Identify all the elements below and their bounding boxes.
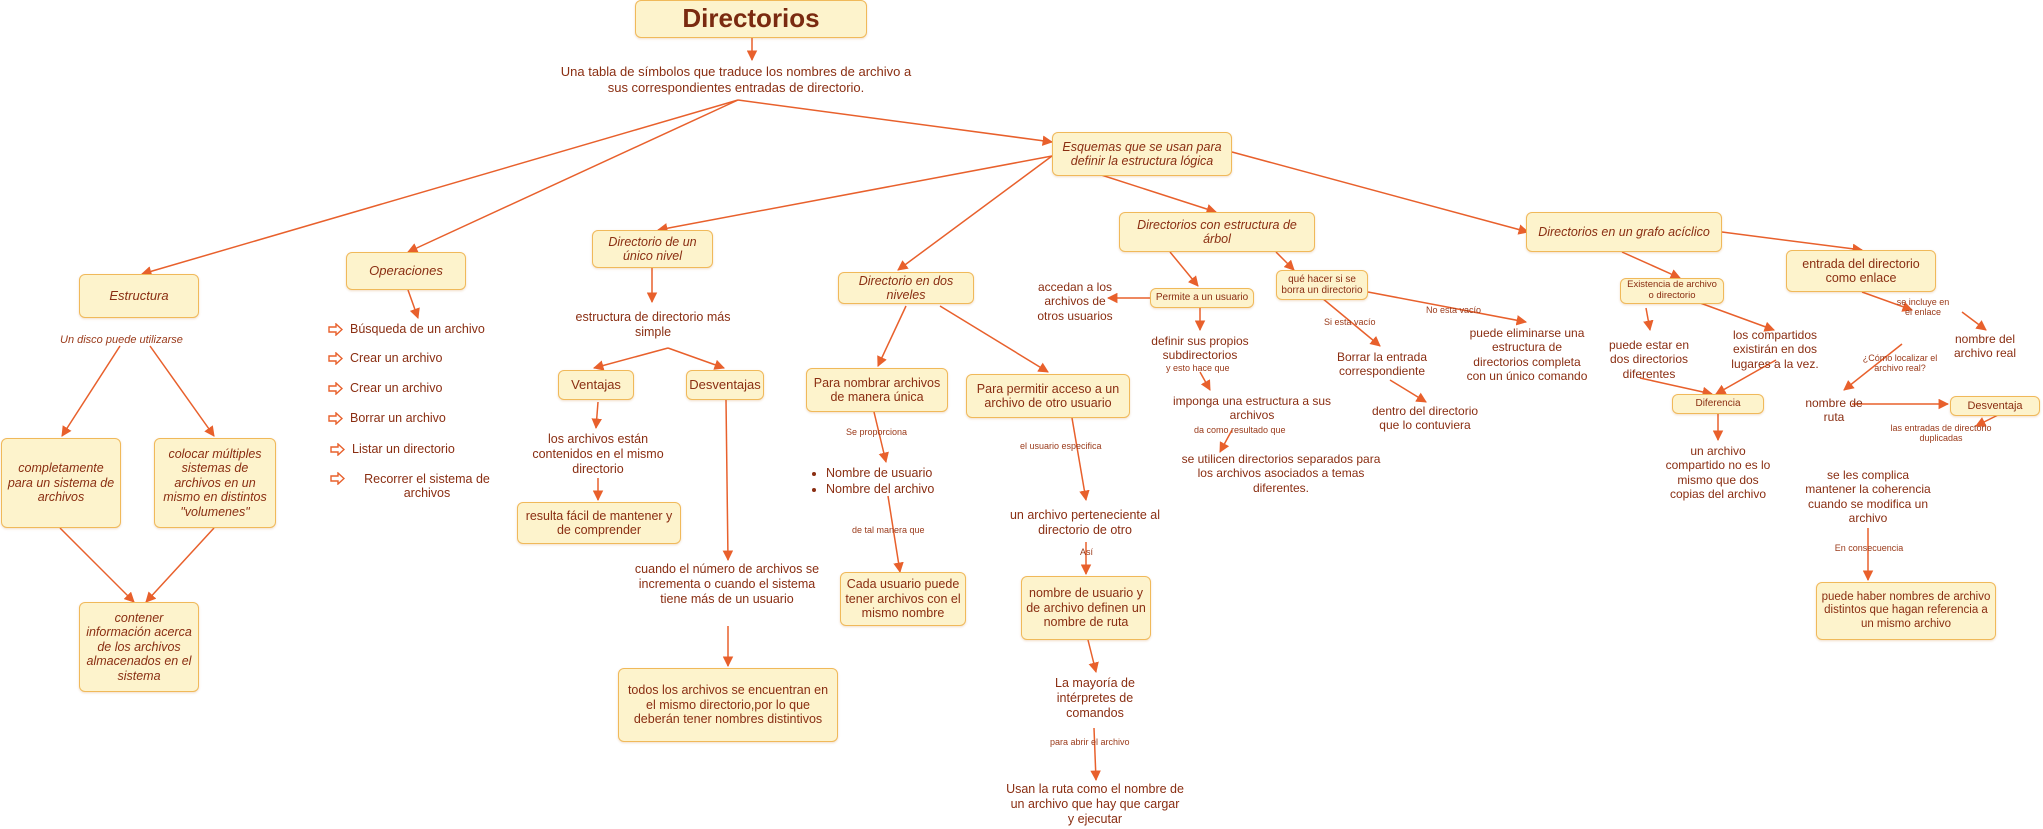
operacion-item: Listar un directorio [330, 442, 455, 456]
existencia-node: Existencia de archivo o directorio [1620, 278, 1724, 304]
arrow-right-icon [328, 381, 343, 395]
operacion-item: Búsqueda de un archivo [328, 322, 485, 336]
bullet-item: Nombre del archivo [826, 482, 934, 498]
de-tal-manera-label: de tal manera que [852, 525, 925, 535]
estructura-link-label: Un disco puede utilizarse [60, 334, 183, 346]
duplicadas-label: las entradas de directorio duplicadas [1890, 423, 1992, 443]
definition-text: Una tabla de símbolos que traduce los no… [560, 64, 912, 95]
dos-right-node: Para permitir acceso a un archivo de otr… [966, 374, 1130, 418]
bullet-item: Nombre de usuario [826, 466, 934, 482]
operacion-item: Recorrer el sistema de archivos [330, 472, 502, 500]
borrar-entrada-text: Borrar la entrada correspondiente [1336, 350, 1428, 379]
arrow-right-icon [330, 442, 345, 456]
incluye-label: se incluye en el enlace [1896, 297, 1950, 317]
desventajas-text: cuando el número de archivos se incremen… [634, 562, 820, 606]
estructura-right-node: colocar múltiples sistemas de archivos e… [154, 438, 276, 528]
operacion-item: Borrar un archivo [328, 411, 446, 425]
ventajas-node: Ventajas [558, 370, 634, 400]
arrow-right-icon [328, 322, 343, 336]
dos-left-node: Para nombrar archivos de manera única [806, 368, 948, 412]
operacion-item: Crear un archivo [328, 381, 442, 395]
accedan-text: accedan a los archivos de otros usuarios [1037, 280, 1113, 323]
definir-text: definir sus propios subdirectorios [1151, 334, 1249, 363]
estructura-left-node: completamente para un sistema de archivo… [1, 438, 121, 528]
operaciones-node: Operaciones [346, 252, 466, 290]
ventajas-result-node: resulta fácil de mantener y de comprende… [517, 502, 681, 544]
puede-haber-node: puede haber nombres de archivo distintos… [1816, 582, 1996, 640]
nombre-ruta-text: nombre de ruta [1805, 396, 1863, 425]
se-proporciona-label: Se proporciona [846, 427, 908, 437]
estructura-bottom-node: contener información acerca de los archi… [79, 602, 199, 692]
root-title-node: Directorios [635, 0, 867, 38]
imponga-text: imponga una estructura a sus archivos [1172, 394, 1332, 423]
no-vacio-label: No esta vacío [1426, 305, 1482, 315]
arrow-right-icon [328, 411, 343, 425]
complica-text: se les complica mantener la coherencia c… [1805, 468, 1931, 526]
arrow-right-icon [330, 472, 345, 485]
dos-bullets: Nombre de usuario Nombre del archivo [808, 466, 934, 497]
para-abrir-label: para abrir el archivo [1050, 737, 1130, 747]
cada-usuario-node: Cada usuario puede tener archivos con el… [840, 572, 966, 626]
compartidos-text: los compartidos existirán en dos lugares… [1731, 328, 1819, 371]
esquemas-node: Esquemas que se usan para definir la est… [1052, 132, 1232, 176]
nombre-real-text: nombre del archivo real [1953, 332, 2017, 361]
nombre-ruta-node: nombre de usuario y de archivo definen u… [1021, 576, 1151, 640]
como-localizar-label: ¿Cómo localizar el archivo real? [1862, 353, 1938, 373]
grafo-node: Directorios en un grafo acíclico [1526, 212, 1722, 252]
desventaja-node: Desventaja [1950, 396, 2040, 416]
permite-node: Permite a un usuario [1150, 288, 1254, 308]
da-como-label: da como resultado que [1194, 425, 1286, 435]
asi-label: Así [1080, 547, 1094, 557]
enlace-node: entrada del directorio como enlace [1786, 250, 1936, 292]
root-title: Directorios [682, 3, 820, 34]
diferencia-node: Diferencia [1672, 394, 1764, 414]
esto-hace-label: y esto hace que [1166, 363, 1230, 373]
perteneciente-text: un archivo perteneciente al directorio d… [1009, 508, 1161, 537]
que-hacer-node: qué hacer si se borra un directorio [1276, 270, 1368, 300]
estructura-node: Estructura [79, 274, 199, 318]
dos-niveles-node: Directorio en dos niveles [838, 272, 974, 304]
consecuencia-label: En consecuencia [1834, 543, 1904, 553]
desventajas-node: Desventajas [686, 370, 764, 400]
si-vacio-label: Si esta vacío [1324, 317, 1376, 327]
unico-nivel-node: Directorio de un único nivel [592, 230, 713, 268]
eliminarse-text: puede eliminarse una estructura de direc… [1466, 326, 1588, 384]
separados-text: se utilicen directorios separados para l… [1181, 452, 1381, 495]
desventajas-result-node: todos los archivos se encuentran en el m… [618, 668, 838, 742]
operacion-item: Crear un archivo [328, 351, 442, 365]
compartido-text: un archivo compartido no es lo mismo que… [1665, 444, 1771, 502]
usan-ruta-text: Usan la ruta como el nombre de un archiv… [1006, 782, 1184, 826]
unico-desc: estructura de directorio más simple [575, 310, 731, 339]
ventajas-text: los archivos están contenidos en el mism… [532, 432, 664, 476]
dos-directorios-text: puede estar en dos directorios diferente… [1608, 338, 1690, 381]
usuario-especifica-label: el usuario especifica [1020, 441, 1102, 451]
mayoria-text: La mayoría de intérpretes de comandos [1055, 676, 1135, 720]
arbol-node: Directorios con estructura de árbol [1119, 212, 1315, 252]
dentro-text: dentro del directorio que lo contuviera [1371, 404, 1479, 433]
arrow-right-icon [328, 351, 343, 365]
